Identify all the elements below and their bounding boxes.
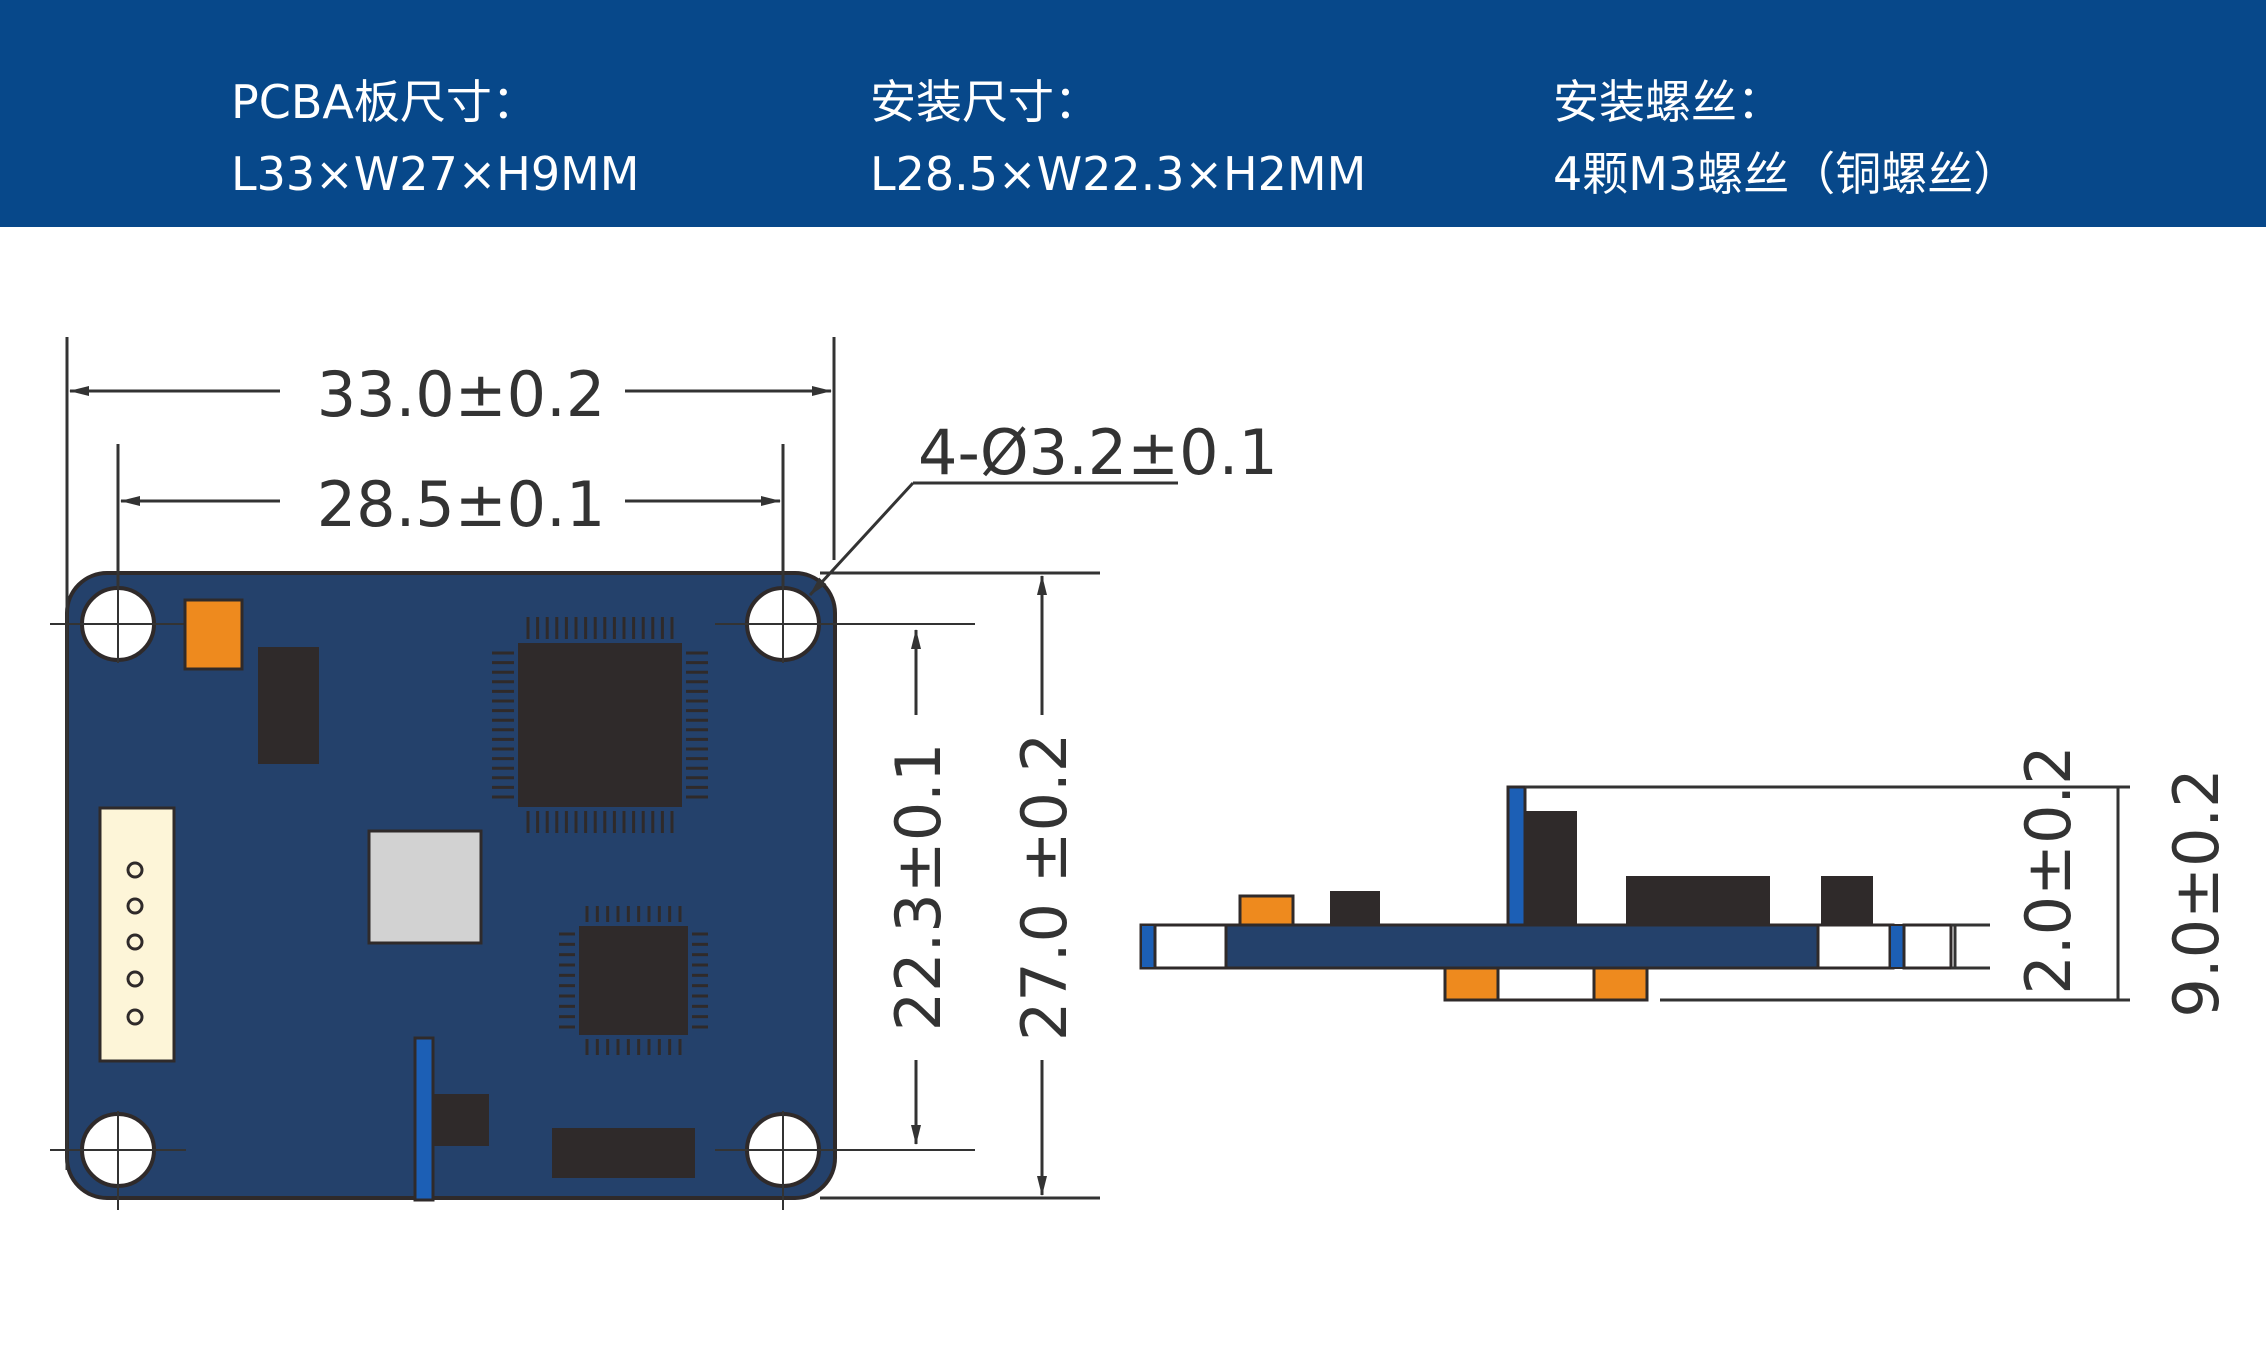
side-board xyxy=(1139,923,1895,970)
side-dark-part-3 xyxy=(1626,876,1770,925)
dim-mount-width: 22.3±0.1 xyxy=(882,743,955,1032)
top-view: 33.0±0.2 28.5±0.1 4-Ø3.2±0.1 22.3±0.1 27… xyxy=(50,337,1278,1210)
pin-header-connector xyxy=(98,806,176,1063)
orange-component xyxy=(183,598,244,671)
mount-hole-top-left xyxy=(50,585,186,663)
small-qfp-chip xyxy=(559,906,708,1055)
spec-pcba-label: PCBA板尺寸： xyxy=(231,75,538,129)
spec-screw-value: 4颗M3螺丝（铜螺丝） xyxy=(1553,147,2020,201)
spec-pcba-value: L33×W27×H9MM xyxy=(231,147,640,201)
dim-overall-length: 33.0±0.2 xyxy=(317,358,606,431)
side-orange-bottom-1 xyxy=(1443,966,1500,1002)
spec-install: 安装尺寸： L28.5×W22.3×H2MM xyxy=(870,66,1366,210)
mount-hole-bottom-left xyxy=(50,1111,186,1210)
side-dark-part-2 xyxy=(1525,811,1577,925)
mount-hole-bottom-right xyxy=(715,1111,975,1210)
grey-pad xyxy=(367,829,483,945)
spec-pcba: PCBA板尺寸： L33×W27×H9MM xyxy=(231,66,640,210)
side-dark-part-1 xyxy=(1330,891,1380,925)
side-orange-top xyxy=(1238,894,1295,927)
spec-header: PCBA板尺寸： L33×W27×H9MM 安装尺寸： L28.5×W22.3×… xyxy=(0,0,2266,227)
spec-screw: 安装螺丝： 4颗M3螺丝（铜螺丝） xyxy=(1553,66,2019,210)
dim-board-thickness: 2.0±0.2 xyxy=(2012,745,2085,994)
side-view: 2.0±0.2 9.0±0.2 xyxy=(1139,745,2233,1018)
spec-install-label: 安装尺寸： xyxy=(870,75,1100,129)
spec-screw-label: 安装螺丝： xyxy=(1553,75,1783,129)
side-blue-upright xyxy=(1506,785,1527,927)
blue-strip xyxy=(413,1036,435,1202)
dark-component-small xyxy=(433,1094,489,1146)
mount-hole-top-right xyxy=(715,585,975,663)
large-qfp-chip xyxy=(492,617,708,833)
side-dark-part-4 xyxy=(1821,876,1873,925)
side-orange-bottom-2 xyxy=(1592,966,1649,1002)
spec-install-value: L28.5×W22.3×H2MM xyxy=(870,147,1367,201)
dim-mount-length: 28.5±0.1 xyxy=(317,468,606,541)
dark-component-wide xyxy=(552,1128,695,1178)
dim-hole: 4-Ø3.2±0.1 xyxy=(918,416,1278,489)
dark-component-tall xyxy=(258,647,319,764)
dim-total-height: 9.0±0.2 xyxy=(2160,768,2233,1017)
dim-overall-width: 27.0 ±0.2 xyxy=(1008,733,1081,1041)
